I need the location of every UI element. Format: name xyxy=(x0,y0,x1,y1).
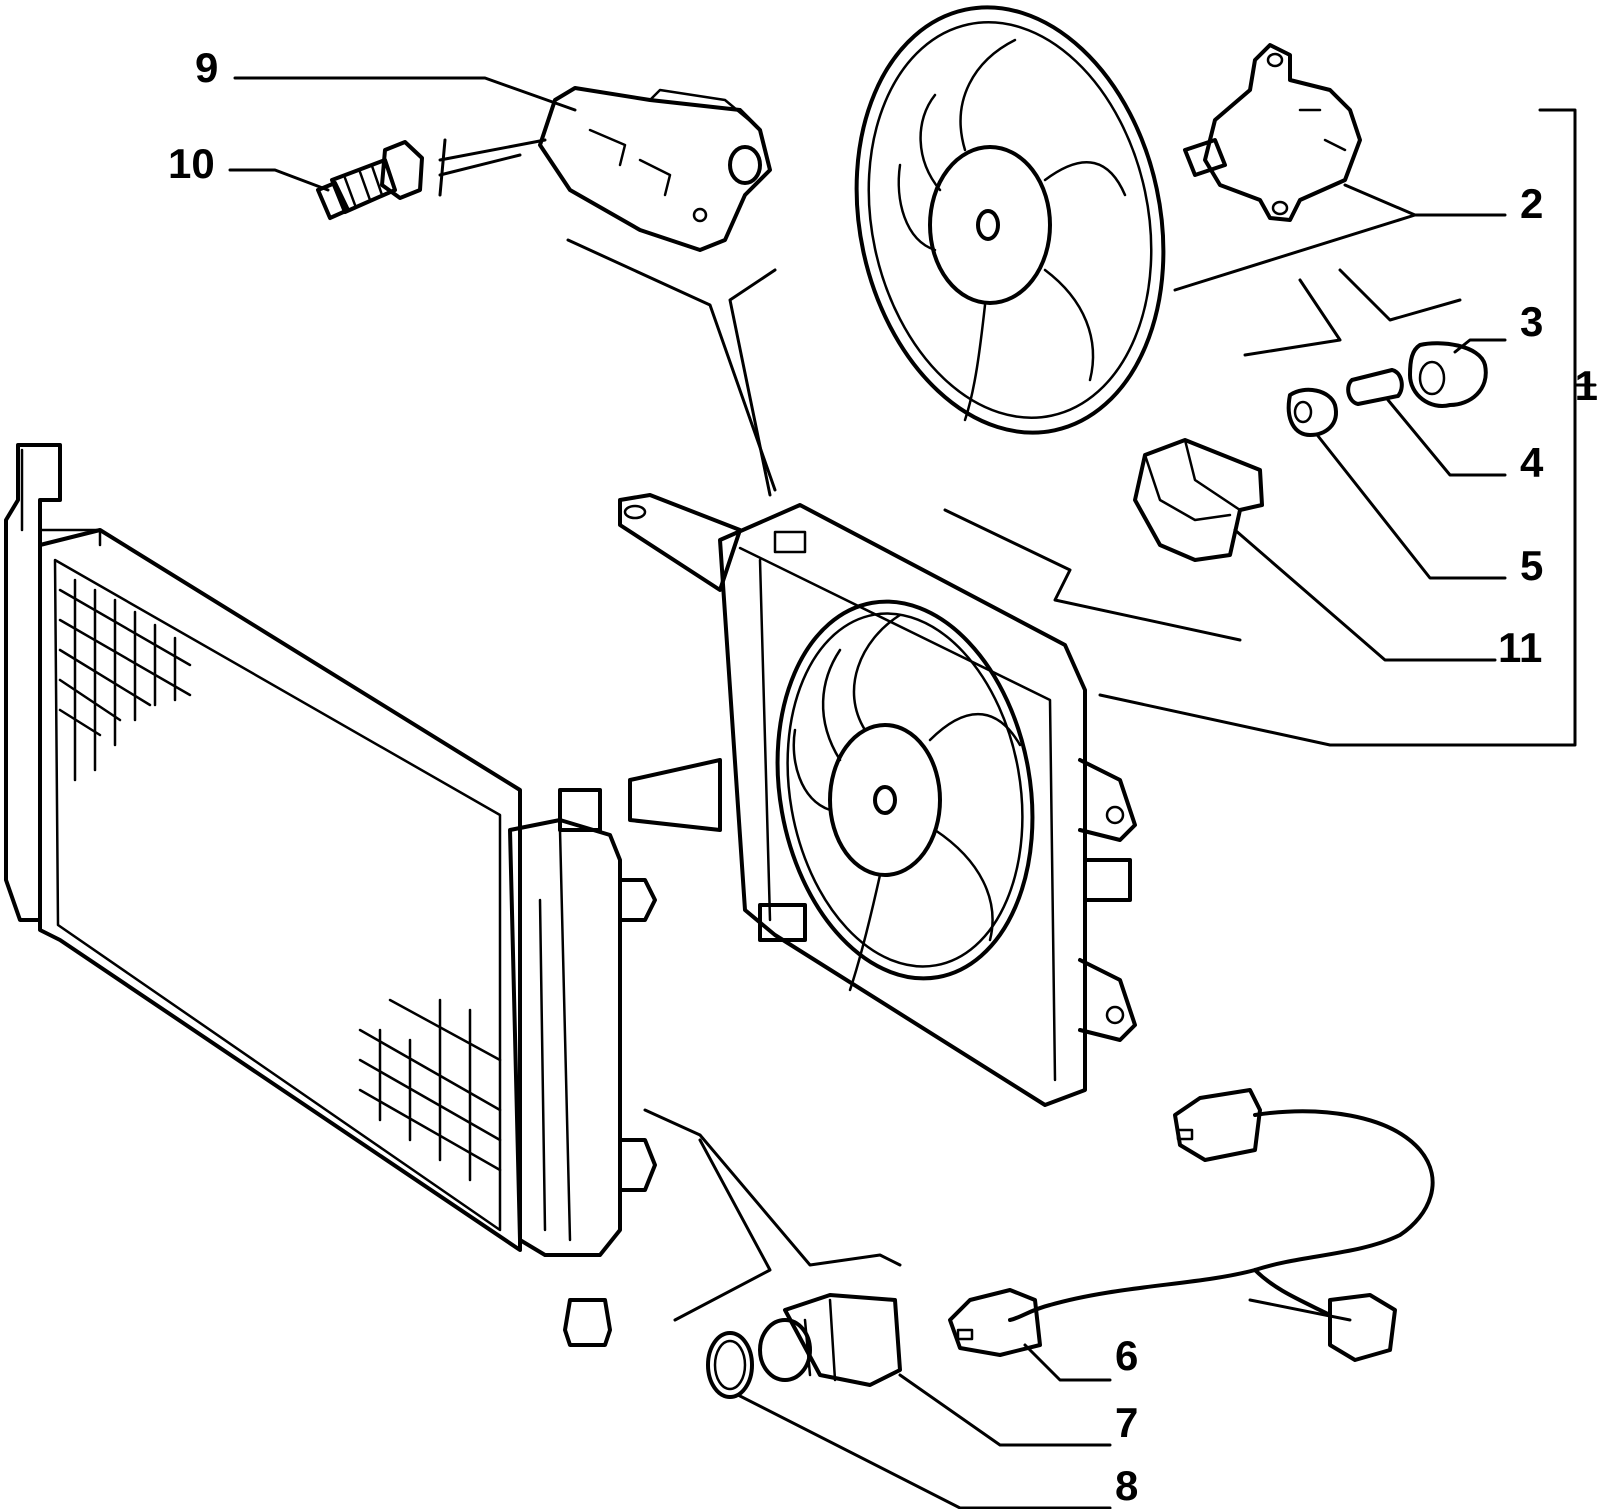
callout-3: 3 xyxy=(1520,298,1543,345)
callout-4: 4 xyxy=(1520,439,1544,486)
explode-lines xyxy=(438,138,1462,1322)
bushing-small[interactable] xyxy=(1286,387,1338,437)
callout-labels: 1 2 3 4 5 6 7 8 9 10 11 xyxy=(168,44,1598,1509)
callout-6: 6 xyxy=(1115,1332,1138,1379)
callout-9: 9 xyxy=(195,44,218,91)
callout-2: 2 xyxy=(1520,180,1543,227)
gasket[interactable] xyxy=(706,1331,754,1399)
spacer-sleeve[interactable] xyxy=(1346,368,1404,406)
fan-blade[interactable] xyxy=(819,0,1202,461)
radiator[interactable] xyxy=(0,440,660,1350)
thermal-switch[interactable] xyxy=(758,1293,902,1387)
screw[interactable] xyxy=(316,140,424,220)
callout-11: 11 xyxy=(1498,624,1542,671)
leader-lines xyxy=(228,76,1597,1509)
bushing-large[interactable] xyxy=(1408,341,1488,408)
retaining-clip[interactable] xyxy=(1133,438,1264,562)
callout-8: 8 xyxy=(1115,1462,1138,1509)
fan-motor[interactable] xyxy=(1183,43,1362,222)
callout-10: 10 xyxy=(168,140,215,187)
callout-1: 1 xyxy=(1575,362,1598,409)
fan-shroud-assembly[interactable] xyxy=(615,490,1140,1110)
wiring-harness[interactable] xyxy=(948,1088,1435,1362)
callout-5: 5 xyxy=(1520,542,1543,589)
fan-resistor[interactable] xyxy=(538,86,772,252)
callout-7: 7 xyxy=(1115,1399,1138,1446)
